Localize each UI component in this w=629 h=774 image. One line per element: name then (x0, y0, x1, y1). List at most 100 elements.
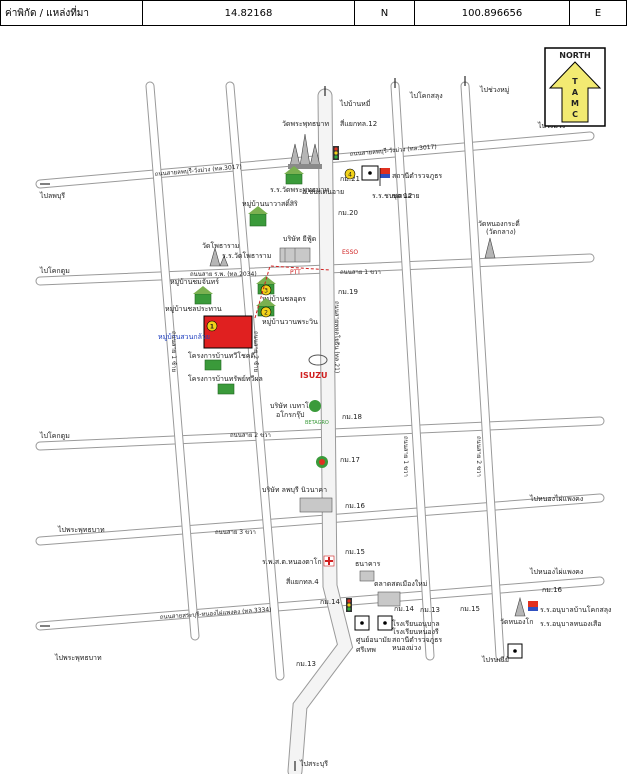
betagro: BETAGRO (305, 420, 329, 426)
betagro-co2: อโกรกรุ๊ป (276, 410, 305, 419)
traffic-12: สี่แยกทล.12 (340, 119, 377, 128)
flag-icon (379, 168, 390, 186)
betagro-co: บริษัท เบทาโกร (270, 401, 317, 410)
village-icon (248, 206, 268, 227)
wat-bot: วัดหนองโก (500, 617, 534, 626)
factory: โครงการบ้านทวีโชคดี (188, 351, 255, 360)
north-label: NORTH (559, 51, 590, 60)
north-letter-3: M (571, 99, 579, 108)
dest-left-lower2: ไปพระพุทธบาท (57, 525, 105, 534)
north-letter-4: C (572, 110, 578, 119)
label-right-vertical: ถนนสาย 1 ขวา (402, 436, 409, 477)
km-r: กม.16 (542, 586, 563, 594)
dest-left-upper: ไปลพบุรี (39, 191, 65, 200)
school-icon (284, 166, 304, 185)
wat-right: วัดหนองกระดี่ (478, 219, 520, 228)
school-right: ร.ร.อนุบาลบ้านโคกสลุง (540, 605, 611, 614)
dest-right-mid: ไปหนองไผ่แพงคง (529, 494, 583, 503)
longitude-direction: E (594, 7, 602, 19)
dest-bottom: ไปสระบุรี (299, 759, 328, 768)
road-network (35, 81, 605, 774)
km18: กม.18 (342, 413, 362, 421)
company2: บริษัท ลพบุรี นิวนาคา (262, 486, 327, 494)
km13b: กม.13 (420, 606, 440, 614)
label-right-vertical2: ถนนสาย 2 ขวา (475, 436, 482, 477)
isuzu-logo-icon (308, 354, 328, 366)
school-bot: โรงเรียนอนุบาล (392, 619, 440, 628)
company1: บริษัท ยีฟู้ด (283, 235, 316, 243)
site-parcel: 1 (203, 315, 253, 349)
wat-mid: วัดโพธาราม (202, 241, 239, 250)
longitude-value: 100.896656 (415, 1, 570, 25)
km19: กม.19 (338, 288, 358, 296)
label-left-vertical2: ถนนสาย 2 ซ้าย (252, 331, 259, 372)
label-main-road: ถนนสายพหลโยธิน (ทล.21) (333, 301, 341, 373)
factory-icon (299, 497, 333, 513)
hospital-cross-icon (323, 555, 335, 567)
school-right2: ร.ร.อนุบาลหนองเสือ (540, 620, 602, 628)
dest-bottom-left: ไปพระพุทธบาท (54, 653, 102, 662)
school-top: ร.ร.วัดพระพุทธบาท (270, 186, 329, 194)
temple-icon (288, 133, 322, 169)
hospital: ร.พ.ส.ต.หนองตาโก (262, 557, 322, 566)
health: ศูนย์อนามัย (356, 636, 391, 644)
dest-top-right: ไปโคกสลุง (409, 91, 443, 100)
coordinates-header: ค่าพิกัด / แหล่งที่มา 14.82168 N 100.896… (0, 0, 627, 26)
post: ไปรษณีย์ (481, 655, 509, 664)
dest-far-right: ไปช่วงหมู่ (479, 85, 509, 94)
school-bot2: โรงเรียนหนองรี (392, 627, 439, 636)
coordinates-label: ค่าพิกัด / แหล่งที่มา (1, 1, 143, 25)
latitude-direction: N (355, 1, 415, 25)
dest-right-lower: ไปหนองไผ่แพงคง (529, 567, 583, 576)
flag-icon (528, 601, 538, 611)
km14: กม.14 (320, 598, 341, 606)
landmarks: วัดพระพุทธบาท สี่แยกทล.12 กม.21 อ.ชนแดนอ… (158, 119, 611, 668)
svg-text:4: 4 (348, 172, 352, 179)
police-bot: สถานีตำรวจภูธร (392, 636, 442, 644)
ptt: PTT (290, 269, 301, 276)
marker-2: 2 (260, 306, 272, 318)
wat-top: วัดพระพุทธบาท (282, 120, 329, 128)
traffic-light-icon (333, 146, 339, 160)
village-icon (193, 286, 213, 305)
label-third-road: ถนนสาย 2 ขวา (230, 432, 271, 439)
north-badge: NORTH T A M C (544, 47, 606, 127)
police2: ชุด 12 (392, 192, 412, 200)
km-r2: กม.15 (460, 605, 480, 613)
village-a: หมู่บ้านชมจันทร์ (170, 278, 219, 286)
label-second-road: ถนนสาย 1 ขวา (340, 269, 381, 276)
km14b: กม.14 (394, 605, 415, 613)
school-mid: ร.ร.วัดโพธาราม (222, 251, 271, 260)
betagro-logo-icon (309, 400, 321, 412)
latitude-value: 14.82168 (143, 1, 355, 25)
police: สถานีตำรวจภูธร (392, 172, 442, 180)
dest-top: ไปบ้านหมี่ (339, 99, 370, 108)
km16: กม.16 (345, 502, 366, 510)
marker-4: 4 (344, 168, 356, 180)
north-letter-2: A (572, 88, 579, 97)
police-bot2: หนองม่วง (392, 644, 421, 652)
temple-icon (209, 246, 229, 267)
dest-left-lower: ไปโคกตูม (39, 431, 70, 440)
road-map: ไปบ้านหมี่ ไปโคกสลุง ไปช่วงหมู่ ไปวังม่ว… (35, 47, 611, 774)
km17: กม.17 (340, 456, 360, 464)
svg-text:3: 3 (264, 288, 268, 295)
km15: กม.15 (345, 548, 365, 556)
market: ตลาดสดเมืองใหม่ (374, 579, 427, 588)
label-left-vertical: ถนนสาย 1 ซ้าย (170, 331, 177, 372)
label-top-road: ถนนสายลพบุรี-วังม่วง (ทล.3017) (154, 162, 242, 178)
village-c: หมู่บ้านชลอุดร (262, 295, 306, 303)
bank: ธนาคาร (355, 560, 381, 568)
north-letter-1: T (572, 77, 578, 86)
temple-icon (484, 237, 496, 259)
isuzu: ISUZU (300, 371, 328, 380)
factory2: โครงการบ้านทรัพย์ทวีผล (188, 374, 263, 383)
km20: กม.20 (338, 209, 358, 217)
traffic-light-icon (346, 598, 352, 612)
village-b: หมู่บ้านชลประทาน (165, 305, 222, 313)
site-number: 1 (210, 324, 214, 331)
village-icon (204, 359, 222, 371)
temple-icon (514, 596, 526, 617)
label-rama: ถนนสาย ร.พ. (ทล.2034) (190, 271, 257, 278)
